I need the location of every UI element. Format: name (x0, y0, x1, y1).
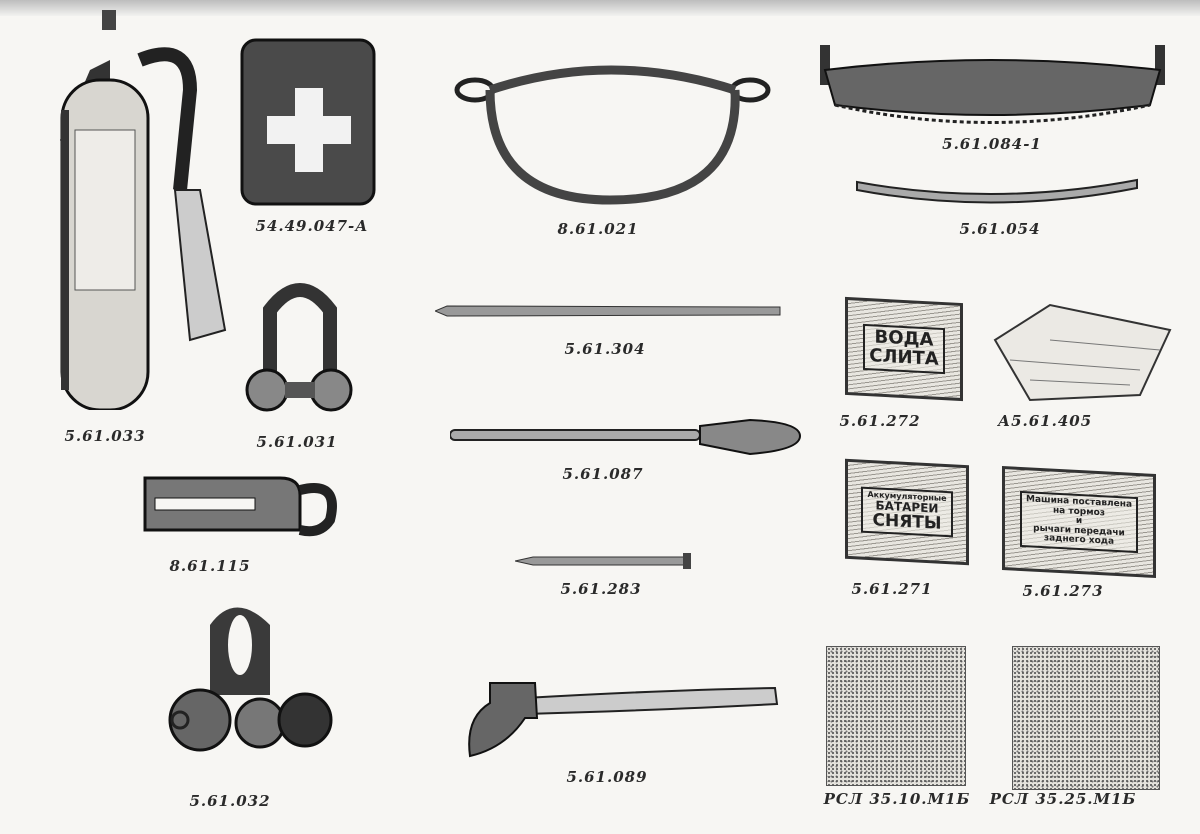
part-code: 8.61.021 (557, 220, 639, 238)
sign-batteries-removed: Аккумуляторные БАТАРЕИ СНЯТЫ (845, 458, 969, 566)
pin-illustration (515, 552, 693, 570)
part-code: 5.61.271 (851, 580, 933, 598)
part-code: 5.61.283 (560, 580, 642, 598)
saw-blade-guard-illustration (855, 172, 1140, 207)
part-code: 5.61.054 (959, 220, 1041, 238)
sign-line: СНЯТЫ (872, 509, 942, 534)
part-code: РСЛ 35.25.М1Б (989, 790, 1137, 808)
sign-line: СЛИТА (869, 345, 939, 370)
part-code: А5.61.405 (997, 412, 1093, 430)
fire-extinguisher-illustration (40, 10, 240, 410)
felt-pad-1-illustration (826, 646, 966, 786)
first-aid-kit-illustration (240, 38, 378, 208)
scan-edge (0, 0, 1200, 16)
axe-illustration (465, 678, 780, 758)
shackle-with-rollers-illustration (160, 595, 335, 760)
sign-machine-braked: Машина поставлена на тормоз и рычаги пер… (1002, 465, 1156, 579)
tow-cable-illustration (450, 60, 775, 210)
part-code: 5.61.089 (566, 768, 648, 786)
part-code: 5.61.273 (1022, 582, 1104, 600)
sign-water-drained: ВОДА СЛИТА (845, 296, 963, 402)
part-code: 5.61.033 (64, 427, 146, 445)
part-code: 5.61.087 (562, 465, 644, 483)
part-code: 5.61.084-1 (942, 135, 1042, 153)
part-code: 5.61.031 (256, 433, 338, 451)
shovel-illustration (450, 412, 802, 460)
part-code: 8.61.115 (169, 557, 251, 575)
two-man-saw-illustration (820, 45, 1165, 130)
part-code: 5.61.032 (189, 792, 271, 810)
part-code: 5.61.304 (564, 340, 646, 358)
felt-pad-2-illustration (1012, 646, 1160, 790)
part-code: 5.61.272 (839, 412, 921, 430)
hook-illustration (140, 470, 340, 542)
shackle-illustration (245, 280, 355, 430)
part-code: РСЛ 35.10.М1Б (823, 790, 971, 808)
rod-illustration (435, 303, 785, 319)
part-code: 54.49.047-А (255, 217, 369, 235)
cloth-cover-illustration (990, 300, 1175, 405)
